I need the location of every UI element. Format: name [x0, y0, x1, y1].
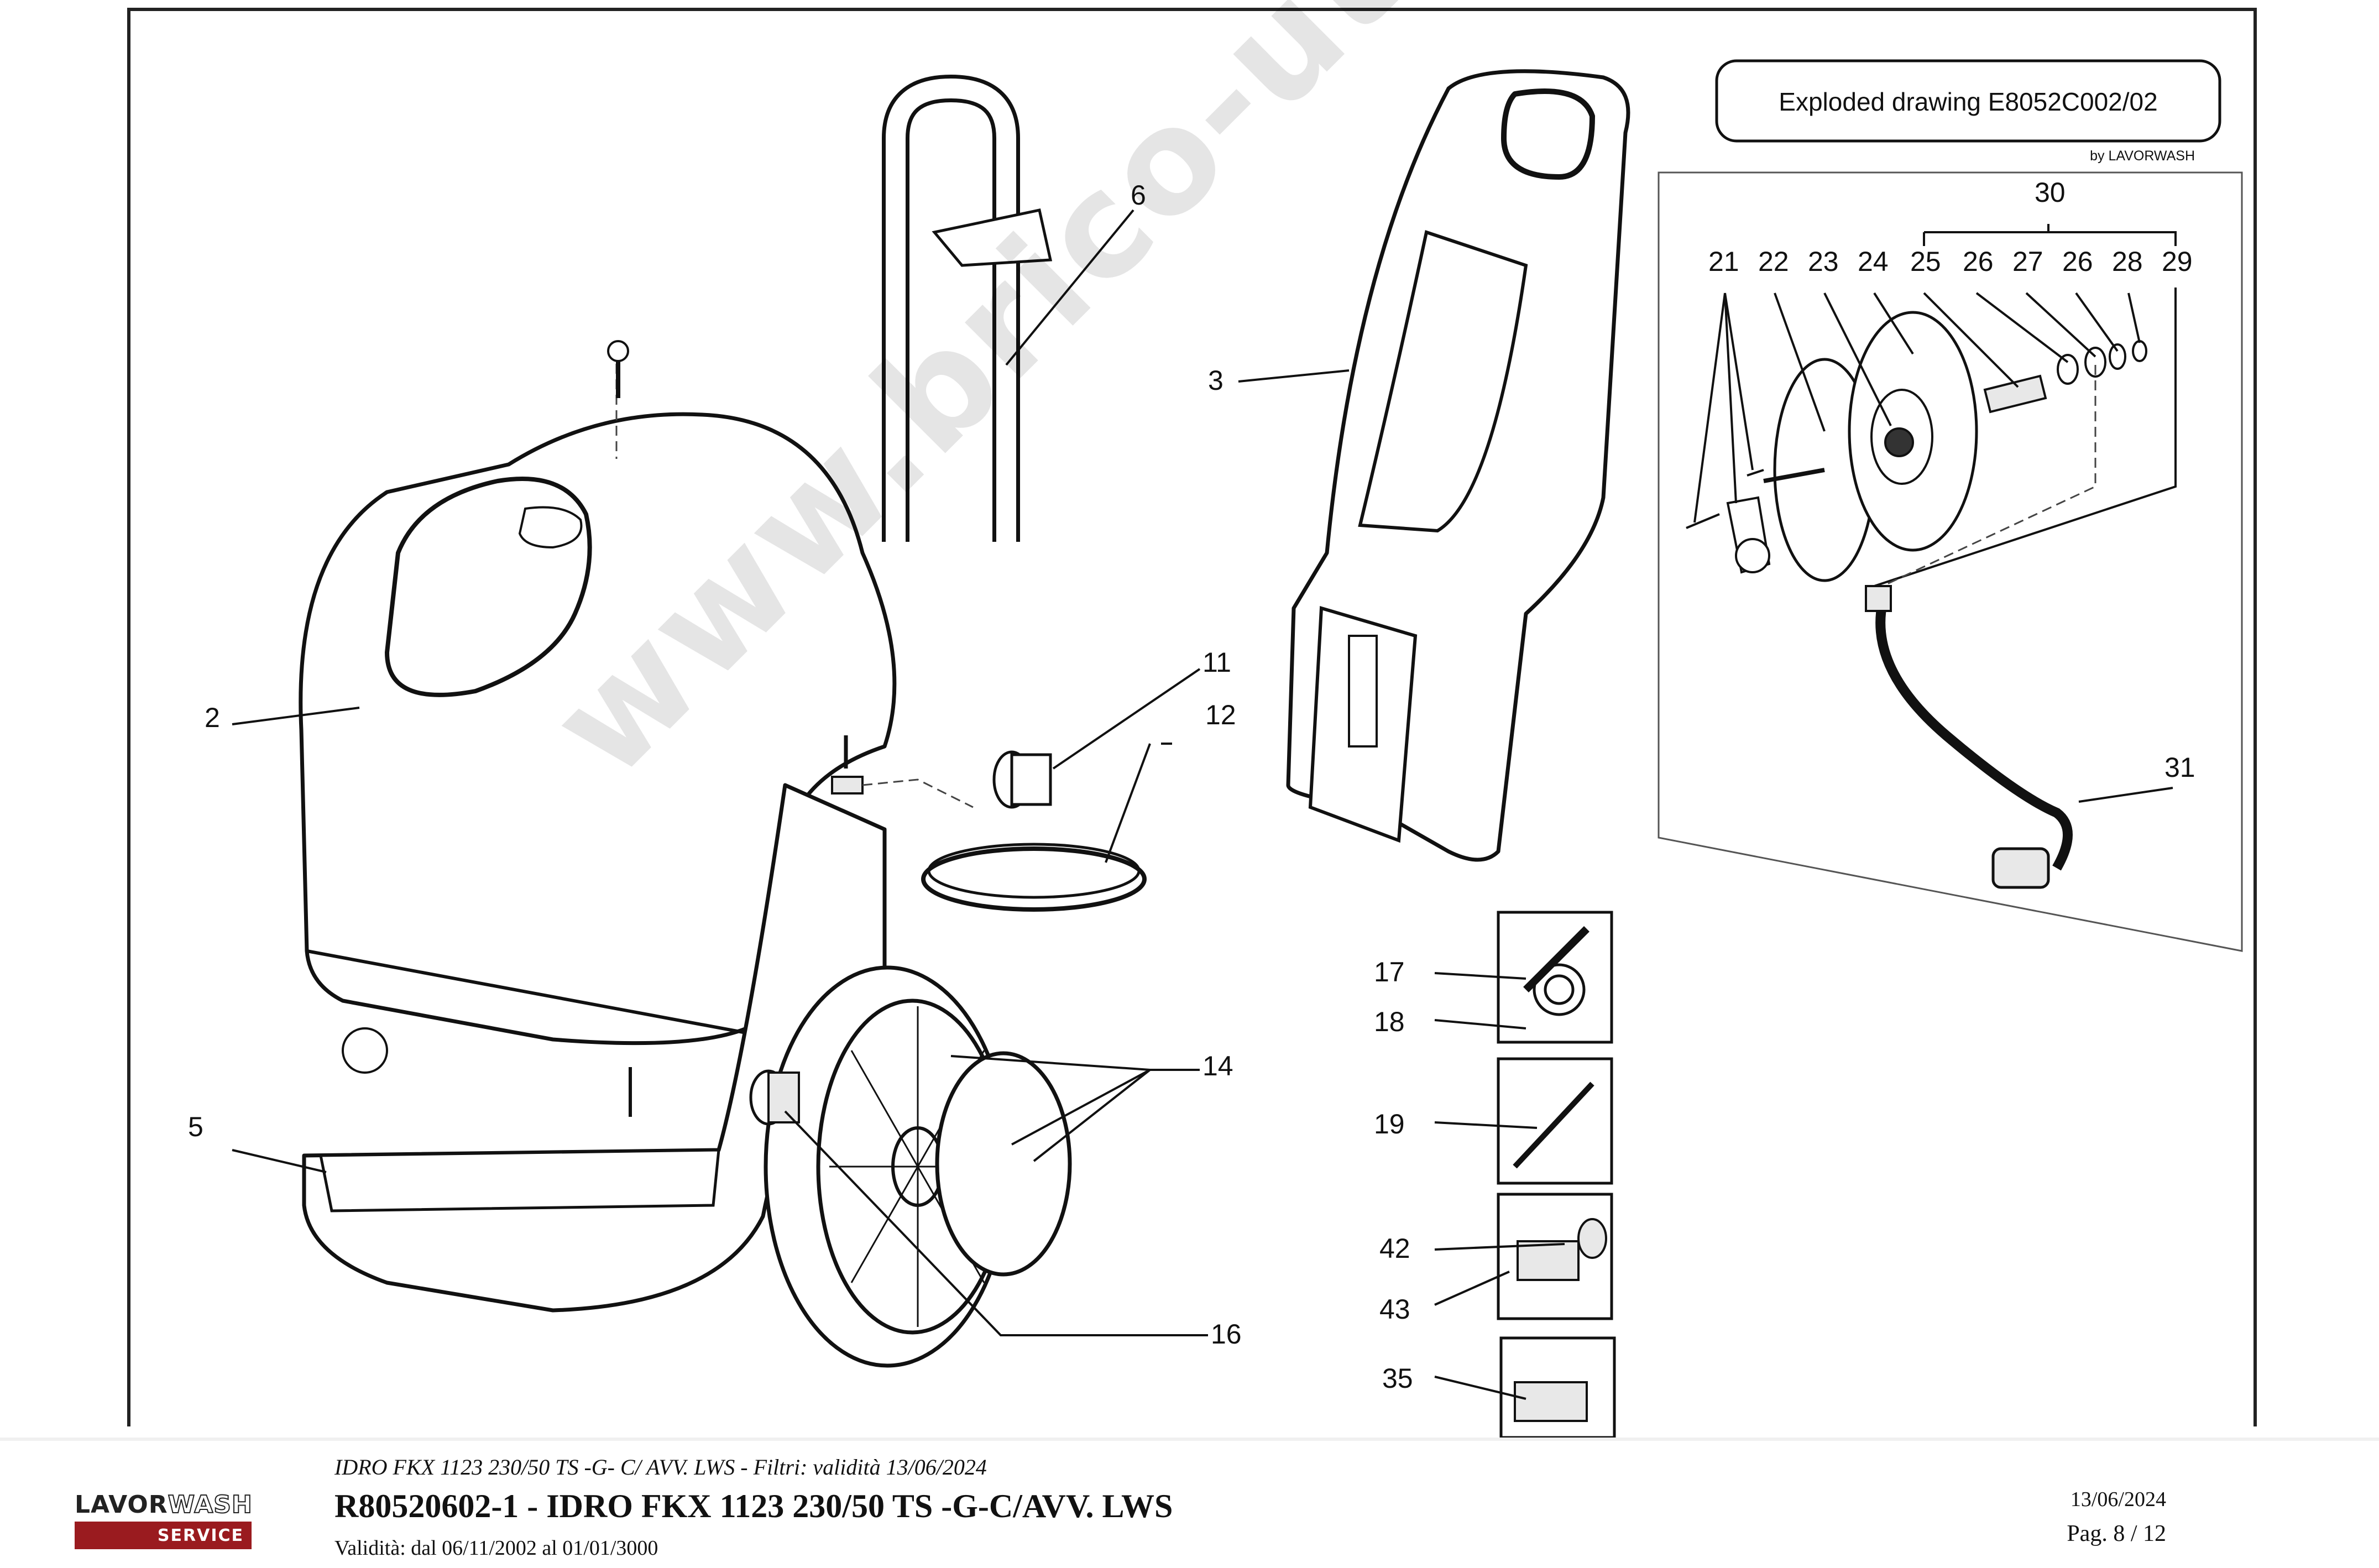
part-label-16: 16 — [1211, 1319, 1242, 1350]
part-labels: 2 3 5 6 11 12 14 16 17 18 19 21 22 23 24… — [188, 177, 2195, 1394]
hood-part — [232, 348, 897, 1074]
part-label-24: 24 — [1858, 246, 1889, 277]
accessory-boxes — [1434, 911, 1616, 1438]
drawing-by: by LAVORWASH — [2090, 148, 2195, 164]
wheel-part — [749, 965, 1208, 1368]
footer-subtitle: IDRO FKX 1123 230/50 TS -G- C/ AVV. LWS … — [334, 1455, 987, 1480]
logo-service: SERVICE — [75, 1522, 252, 1549]
footer-date: 13/06/2024 — [2070, 1488, 2166, 1511]
drawing-frame — [127, 8, 2257, 1426]
part-label-3: 3 — [1208, 365, 1224, 396]
part-label-18: 18 — [1374, 1006, 1405, 1037]
part-label-5: 5 — [188, 1111, 203, 1142]
footer-validity: Validità: dal 06/11/2002 al 01/01/3000 — [334, 1536, 658, 1560]
part-label-42: 42 — [1379, 1233, 1410, 1264]
part-label-30: 30 — [2035, 177, 2066, 208]
part-label-17: 17 — [1374, 957, 1405, 987]
hose-reel-detail-box — [1658, 171, 2243, 952]
part-label-25: 25 — [1910, 246, 1941, 277]
part-label-2: 2 — [205, 702, 220, 733]
footer-title: R80520602-1 - IDRO FKX 1123 230/50 TS -G… — [334, 1488, 1173, 1524]
part-label-26a: 26 — [1963, 246, 1994, 277]
exploded-drawing: Exploded drawing E8052C002/02 by LAVORWA… — [188, 59, 2243, 1438]
small-parts — [607, 340, 1201, 912]
part-label-35: 35 — [1382, 1363, 1413, 1394]
logo-brand-a: LAVOR — [75, 1490, 168, 1519]
handle-part — [882, 75, 1134, 542]
footer-page-number: Pag. 8 / 12 — [2067, 1521, 2166, 1546]
part-label-29: 29 — [2162, 246, 2193, 277]
part-label-21: 21 — [1708, 246, 1739, 277]
part-label-14: 14 — [1202, 1050, 1233, 1081]
back-panel-part — [1238, 69, 1630, 862]
footer-separator — [0, 1438, 2379, 1441]
part-label-23: 23 — [1808, 246, 1839, 277]
part-label-11: 11 — [1202, 647, 1231, 678]
logo-brand-b: WASH — [168, 1490, 253, 1519]
part-label-22: 22 — [1758, 246, 1789, 277]
part-label-31: 31 — [2164, 752, 2195, 783]
drawing-title-box: Exploded drawing E8052C002/02 by LAVORWA… — [1715, 59, 2221, 164]
part-label-6: 6 — [1131, 180, 1146, 211]
part-label-26b: 26 — [2062, 246, 2093, 277]
part-label-12: 12 — [1205, 699, 1236, 730]
part-label-43: 43 — [1379, 1294, 1410, 1325]
part-label-19: 19 — [1374, 1109, 1405, 1140]
part-label-27: 27 — [2012, 246, 2043, 277]
drawing-title: Exploded drawing E8052C002/02 — [1779, 87, 2157, 116]
part-label-28: 28 — [2112, 246, 2143, 277]
